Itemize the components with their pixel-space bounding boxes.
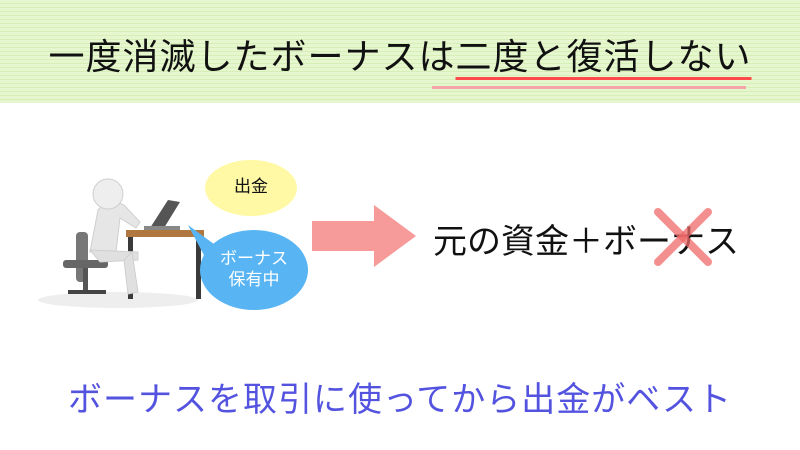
right-arrow-icon: [312, 205, 416, 267]
person-at-computer-icon: [38, 178, 204, 308]
header-banner: [0, 0, 800, 103]
withdraw-bubble-text: 出金: [234, 177, 268, 198]
title-prefix: 一度消滅したボーナスは: [48, 37, 456, 78]
footer-message: ボーナスを取引に使ってから出金がベスト: [68, 380, 732, 420]
bonus-bubble-line1: ボーナス: [220, 248, 288, 269]
bonus-bubble-line2: 保有中: [228, 270, 280, 290]
page-title: 一度消滅したボーナスは二度と復活しない: [0, 28, 800, 80]
title-underline-decoration: [432, 86, 746, 89]
withdraw-bubble: 出金: [205, 160, 297, 216]
bonus-holding-bubble: ボーナス 保有中: [200, 230, 308, 310]
cross-mark-icon: [654, 208, 712, 266]
title-highlight: 二度と復活しない: [455, 37, 752, 78]
